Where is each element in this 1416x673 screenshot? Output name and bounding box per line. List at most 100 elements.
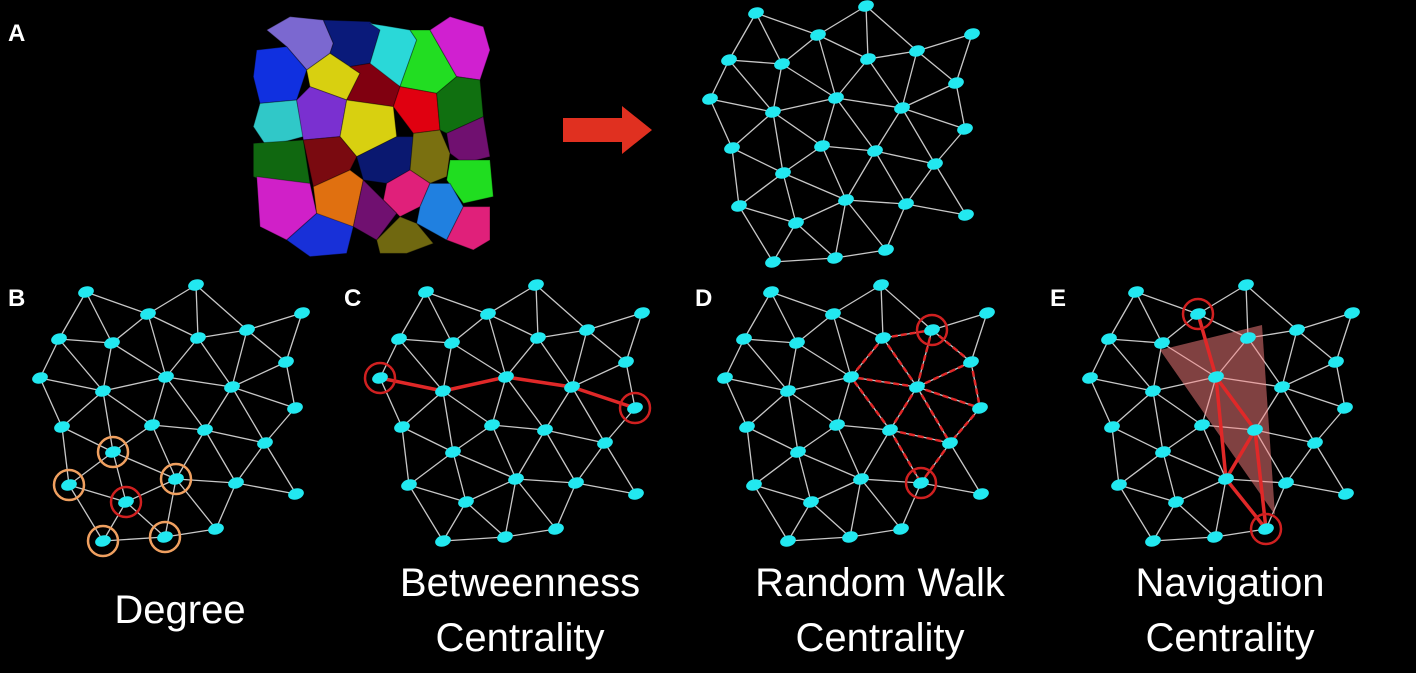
network-edge [845,199,887,251]
network-node [564,381,580,393]
network-edge [738,205,774,263]
network-edge [905,203,967,216]
network-edge [231,386,266,444]
highlight-edge [571,385,636,410]
network-edge [204,429,266,444]
network-edge [1335,361,1346,409]
network-node [435,535,451,547]
network-edge [782,172,797,224]
network-edge [845,150,876,201]
network-edge [102,390,153,426]
network-node [257,437,273,449]
caption-betweenness: Betweenness Centrality [350,556,690,666]
network-edge [1285,482,1347,495]
neighbor-node-ring [159,462,193,496]
network-node [548,523,564,535]
network-edge [515,429,546,480]
arrow-icon [563,106,652,154]
network-edge [1089,377,1113,428]
highlight-edge [850,375,918,389]
network-edge [147,284,197,315]
network-node [972,402,988,414]
network-edge [102,376,167,392]
network-edge [165,376,233,388]
network-node [105,446,121,458]
source-node-ring [915,313,949,347]
network-edge [955,33,973,84]
network-edge [1152,390,1164,453]
network-node [780,535,796,547]
network-edge [770,291,798,344]
caption-line: Centrality [435,616,605,660]
network-edge [787,501,812,542]
network-node [736,333,752,345]
network-edge [731,147,784,174]
network-edge [817,34,869,60]
network-node [927,158,943,170]
network-edge [165,376,206,431]
network-edge [544,429,577,484]
network-node [484,419,500,431]
network-node [973,488,989,500]
network-node [763,286,779,298]
network-edge [821,145,876,152]
network-node [1154,337,1170,349]
network-edge [731,111,774,149]
network-edge [68,451,114,486]
network-edge [164,478,177,538]
network-edge [865,5,869,60]
network-edge [465,478,517,503]
network-node [721,54,737,66]
network-node [957,123,973,135]
highlight-edge [442,375,507,393]
network-node [1218,473,1234,485]
network-node [948,77,964,89]
network-node [780,385,796,397]
network-edge [408,451,454,486]
cell [446,206,491,251]
network-node [140,308,156,320]
network-edge [889,386,918,431]
network-edge [867,50,918,60]
network-edge [487,313,539,339]
network-edge [901,82,957,109]
network-node [765,106,781,118]
network-edge [787,390,838,426]
highlight-edge [882,328,933,340]
network-node [530,332,546,344]
network-node [829,419,845,431]
network-edge [571,329,588,388]
network-node [61,479,77,491]
network-edge [1314,442,1347,495]
network-node [498,371,514,383]
network-edge [451,313,489,344]
highlight-edge [949,407,981,444]
network-edge [102,342,113,392]
network-node [168,473,184,485]
network-node [1337,402,1353,414]
network-node [739,421,755,433]
network-edge [604,442,637,495]
network-node [942,437,958,449]
network-node [746,479,762,491]
target-node-ring [1249,512,1283,546]
network-edge [743,291,772,340]
network-node [1338,488,1354,500]
network-edge [817,34,837,99]
network-node [909,45,925,57]
network-edge [151,424,206,431]
network-edge [575,442,606,484]
network-edge [920,482,982,495]
network-edge [1281,386,1346,409]
network-edge [900,482,922,530]
network-edge [535,284,588,331]
network-node [1104,421,1120,433]
network-edge [379,338,400,379]
network-edge [1152,536,1216,542]
caption-line: Betweenness [399,561,641,605]
network-node [188,279,204,291]
highlight-edge [1196,313,1218,378]
highlight-edge [969,361,982,409]
network-edge [1214,528,1267,538]
network-edge [112,424,153,453]
